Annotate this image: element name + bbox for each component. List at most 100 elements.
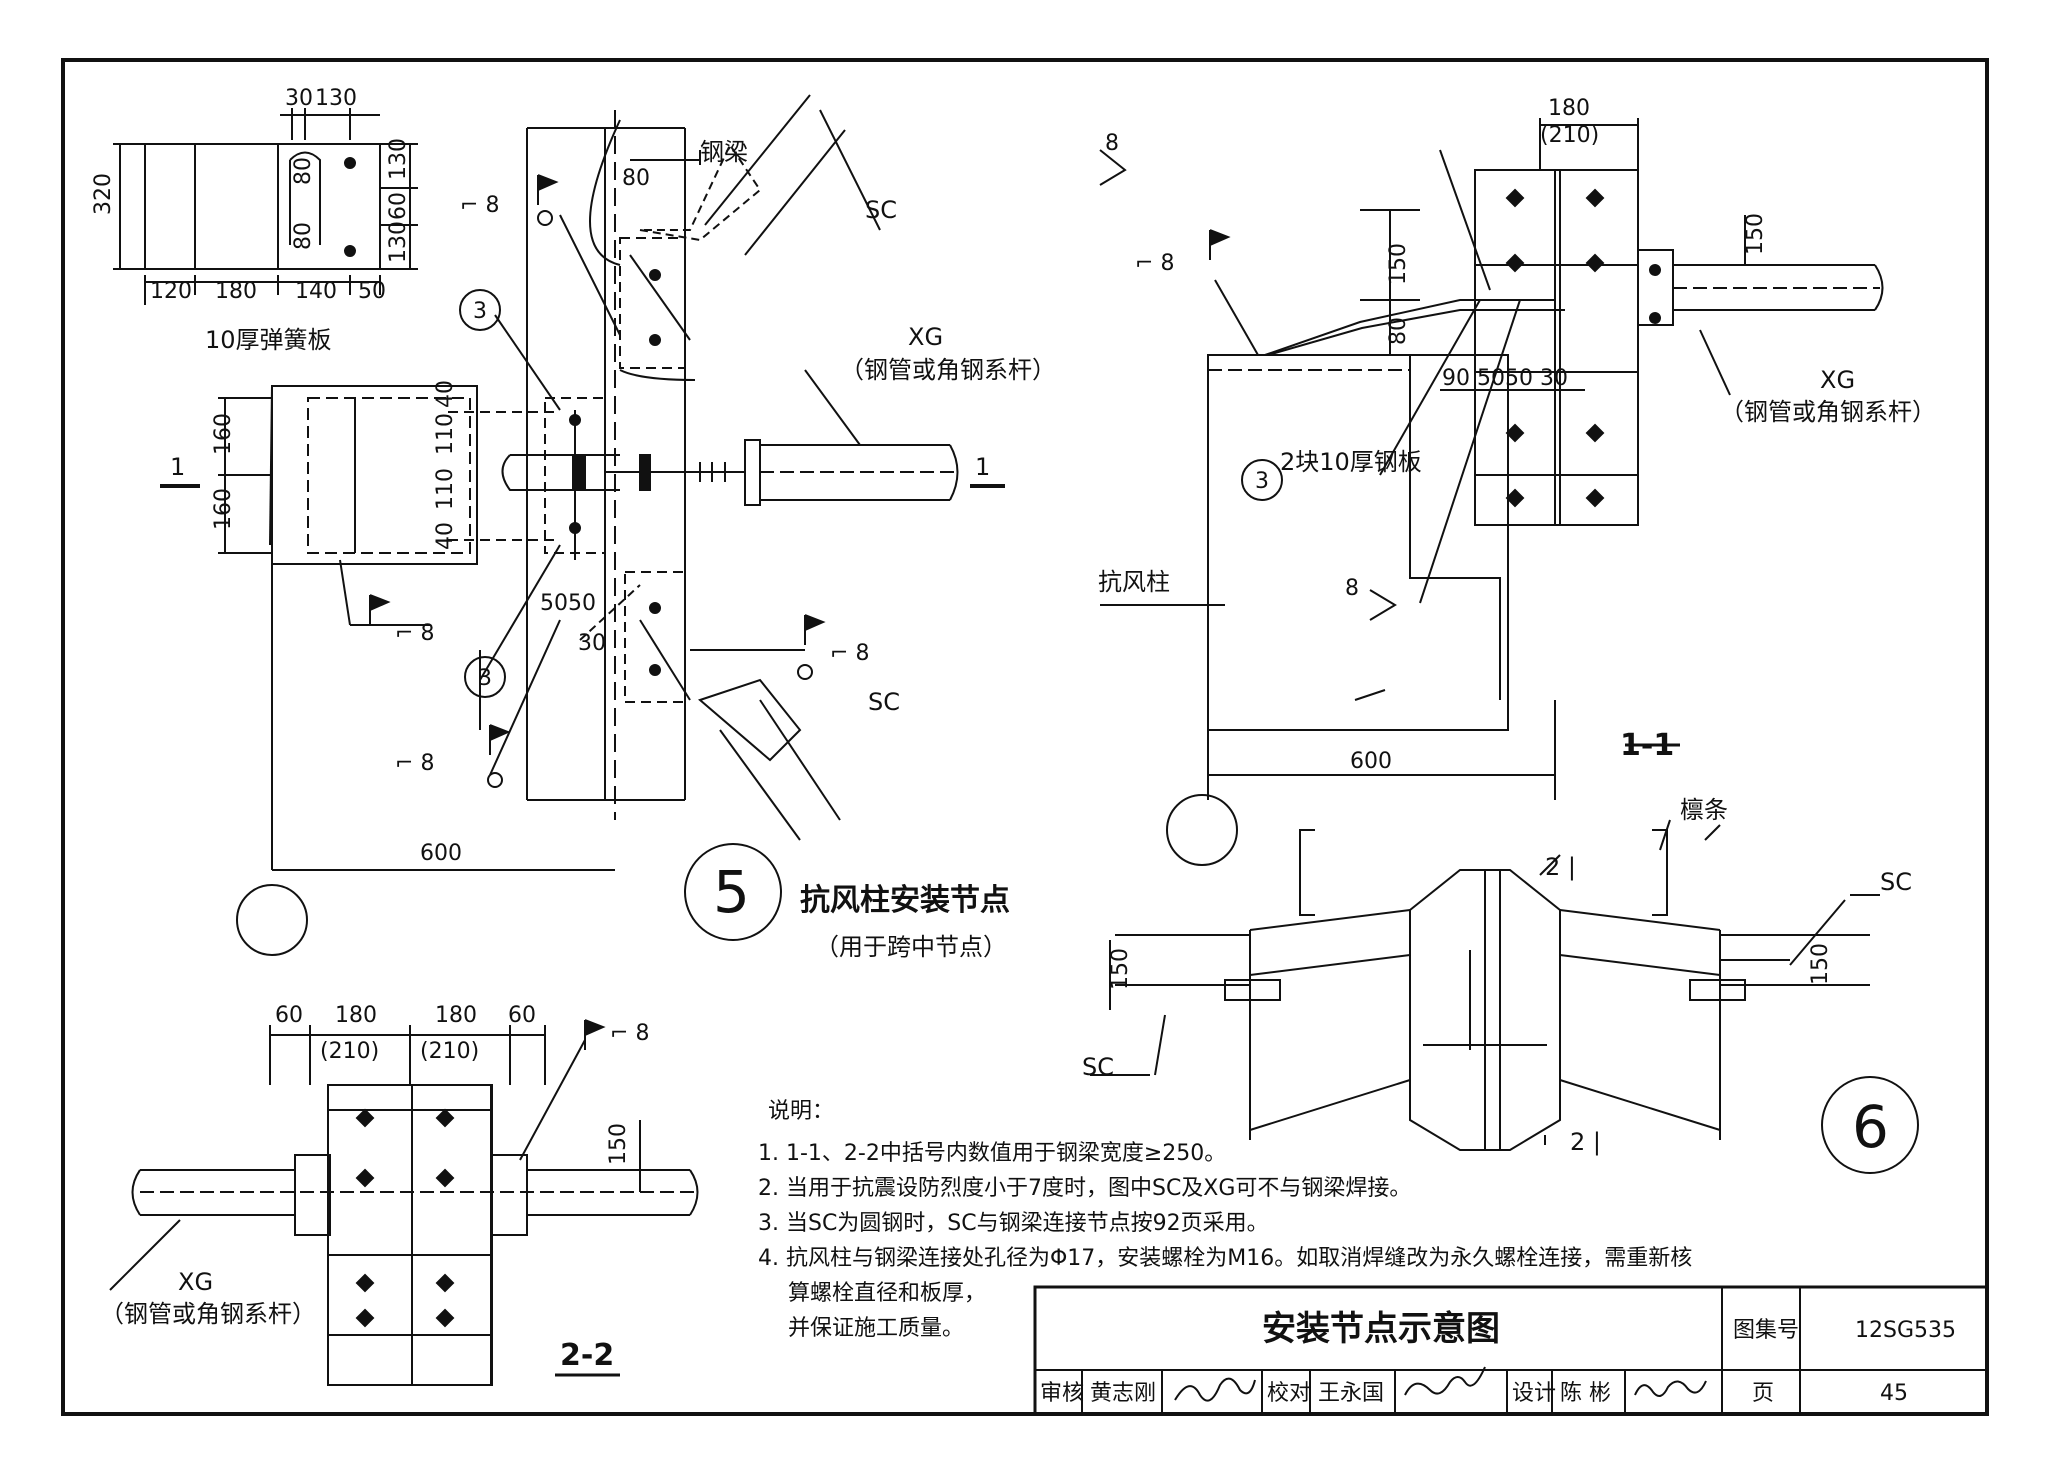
- note-4-cont-2: 并保证施工质量。: [788, 1316, 964, 1341]
- d6-purlin: 檩条: [1680, 796, 1728, 824]
- s22-alt-2: (210): [420, 1039, 479, 1064]
- dim-bolt-1: 40: [433, 380, 458, 408]
- dim-600-detail5: 600: [420, 841, 462, 866]
- s11-weld-top: 8: [1105, 131, 1119, 156]
- dim-bolt-2: 110: [433, 413, 458, 455]
- s22-xg-desc: （钢管或角钢系杆）: [100, 1300, 316, 1328]
- dim-5050: 5050: [540, 591, 596, 616]
- s11-top-dim-alt: (210): [1540, 123, 1599, 148]
- callout-3-lower: 3: [478, 666, 492, 691]
- drawing-title: 安装节点示意图: [1262, 1309, 1500, 1349]
- plate-elevation: [113, 108, 418, 305]
- atlas-number: 12SG535: [1855, 1318, 1956, 1343]
- dim-plate-h1: 80: [291, 157, 316, 185]
- note-3: 3. 当SC为圆钢时，SC与钢梁连接节点按92页采用。: [758, 1211, 1269, 1236]
- s22-dim-4: 60: [508, 1003, 536, 1028]
- dim-plate-bottom-1: 120: [150, 279, 192, 304]
- dim-plate-bottom-4: 50: [358, 279, 386, 304]
- dim-left-2: 160: [211, 488, 236, 530]
- dim-plate-bottom-3: 140: [295, 279, 337, 304]
- s22-alt-1: (210): [320, 1039, 379, 1064]
- checker-signature: [1404, 1366, 1486, 1396]
- d6-cut-bottom: 2 |: [1570, 1128, 1601, 1156]
- check-label: 校对: [1267, 1381, 1311, 1406]
- bolt-group: [544, 397, 745, 560]
- s11-plates: 2块10厚钢板: [1280, 448, 1422, 476]
- s11-dim-80: 80: [1386, 317, 1411, 345]
- xg-desc-5: （钢管或角钢系杆）: [840, 356, 1056, 384]
- note-2: 2. 当用于抗震设防烈度小于7度时，图中SC及XG可不与钢梁焊接。: [758, 1176, 1411, 1201]
- s11-xg-desc: （钢管或角钢系杆）: [1720, 398, 1936, 426]
- title-block-frame: [1033, 1285, 1989, 1416]
- design-label: 设计: [1512, 1381, 1556, 1406]
- detail-5-title: 抗风柱安装节点: [800, 883, 1010, 918]
- designer-signature: [1634, 1380, 1707, 1397]
- s11-weld-left: ⌐ 8: [1135, 251, 1174, 276]
- d6-sc-right: SC: [1880, 868, 1912, 896]
- s11-xg: XG: [1820, 366, 1855, 394]
- d6-dim-150-right: 150: [1808, 943, 1833, 985]
- dim-80: 80: [622, 166, 650, 191]
- beam-label: 钢梁: [700, 138, 748, 166]
- dim-bolt-3: 110: [433, 468, 458, 510]
- atlas-label: 图集号: [1733, 1318, 1799, 1343]
- s11-weld-mid: 8: [1345, 576, 1359, 601]
- weld-label-3: ⌐ 8: [395, 751, 434, 776]
- reviewer-name: 黄志刚: [1090, 1381, 1156, 1406]
- dim-plate-top-b: 130: [315, 86, 357, 111]
- s22-weld: ⌐ 8: [610, 1021, 649, 1046]
- s22-dim-150: 150: [606, 1123, 631, 1165]
- callout-3-upper: 3: [473, 299, 487, 324]
- note-1: 1. 1-1、2-2中括号内数值用于钢梁宽度≥250。: [758, 1141, 1226, 1166]
- page-label: 页: [1752, 1381, 1774, 1406]
- s22-dim-3: 180: [435, 1003, 477, 1028]
- note-4-cont-1: 算螺栓直径和板厚，: [788, 1281, 986, 1306]
- section-2-2-drawing: [109, 1019, 700, 1386]
- dim-plate-top-a: 30: [285, 86, 313, 111]
- s11-dims-row: 90 5050 30: [1442, 366, 1568, 391]
- column-elevation: [526, 110, 686, 820]
- dim-plate-r2: 60: [386, 192, 411, 220]
- xg-label-5: XG: [908, 323, 943, 351]
- dim-plate-r3: 130: [386, 221, 411, 263]
- dim-plate-bottom-2: 180: [215, 279, 257, 304]
- s11-dim-150b: 150: [1743, 213, 1768, 255]
- d6-cut-top: 2 |: [1545, 853, 1576, 881]
- section-1-1-drawing: [1099, 118, 1884, 866]
- weld-label-1: ⌐ 8: [460, 193, 499, 218]
- sc-label-lower: SC: [868, 688, 900, 716]
- xg-pipe-5: [744, 369, 1005, 506]
- d6-dim-150-left: 150: [1108, 948, 1133, 990]
- detail-6-number: 6: [1852, 1093, 1889, 1161]
- spring-plate-label: 10厚弹簧板: [205, 326, 332, 354]
- dim-left-1: 160: [211, 413, 236, 455]
- note-4: 4. 抗风柱与钢梁连接处孔径为Φ17，安装螺栓为M16。如取消焊缝改为永久螺栓连…: [758, 1246, 1692, 1271]
- sc-label-upper: SC: [865, 196, 897, 224]
- checker-name: 王永国: [1318, 1381, 1384, 1406]
- sheet-border: [61, 58, 1989, 1416]
- s22-dim-2: 180: [335, 1003, 377, 1028]
- dim-plate-side: 320: [91, 173, 116, 215]
- dim-bolt-4: 40: [433, 522, 458, 550]
- section-mark-right: 1: [975, 453, 990, 481]
- s22-dim-1: 60: [275, 1003, 303, 1028]
- detail-6-drawing: [1090, 819, 1919, 1174]
- page-number: 45: [1880, 1381, 1908, 1406]
- s11-column: 抗风柱: [1098, 568, 1170, 596]
- reviewer-signature: [1174, 1377, 1256, 1402]
- designer-name: 陈 彬: [1560, 1381, 1611, 1406]
- s11-label: 1-1: [1620, 728, 1674, 763]
- d6-sc-left: SC: [1082, 1053, 1114, 1081]
- spring-plate: [160, 385, 620, 870]
- s11-dim-150: 150: [1386, 243, 1411, 285]
- upper-bracket: [589, 94, 881, 381]
- review-label: 审核: [1040, 1381, 1084, 1406]
- lower-bracket: [579, 571, 841, 841]
- s11-width: 600: [1350, 749, 1392, 774]
- dim-plate-h2: 80: [291, 222, 316, 250]
- s22-label: 2-2: [560, 1338, 614, 1373]
- detail-5-number: 5: [713, 858, 750, 926]
- section-mark-left: 1: [170, 453, 185, 481]
- s11-top-dim: 180: [1548, 96, 1590, 121]
- weld-label-4: ⌐ 8: [830, 641, 869, 666]
